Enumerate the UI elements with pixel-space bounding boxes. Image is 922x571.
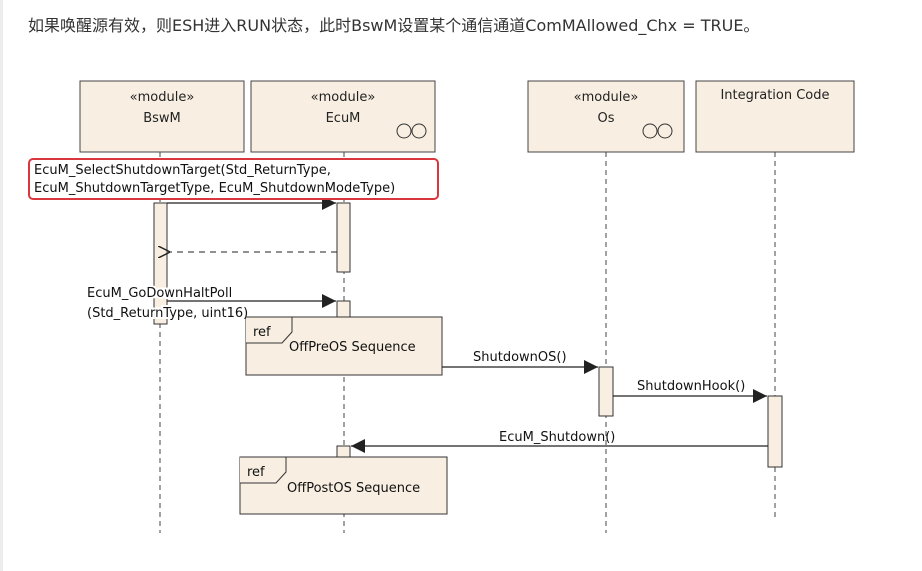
- lifeline-bswm: «module» BswM: [79, 80, 245, 153]
- lifeline-os-name: Os: [597, 111, 614, 126]
- ref-off-post-os: ref OffPostOS Sequence: [239, 456, 448, 515]
- intro-text: 如果唤醒源有效，则ESH进入RUN状态，此时BswM设置某个通信通道ComMAl…: [28, 16, 760, 35]
- message-ecum-shutdown: EcuM_Shutdown(): [351, 430, 768, 453]
- message-go-down-halt-poll: EcuM_GoDownHaltPoll (Std_ReturnType, uin…: [85, 284, 336, 323]
- activation-bar-ecum-2: [336, 300, 351, 320]
- left-rule: [0, 0, 3, 571]
- ref-off-post-os-label: OffPostOS Sequence: [287, 481, 420, 496]
- shutdown-hook-label: ShutdownHook(): [637, 379, 745, 394]
- lifeline-ecum-box: [250, 80, 436, 153]
- ref-tag-frame: [240, 456, 287, 484]
- ref-tag: ref: [247, 465, 265, 480]
- activation-bar-ecum-3: [336, 445, 351, 459]
- ref-tag-frame: [246, 316, 293, 344]
- message-shutdown-hook: ShutdownHook(): [613, 379, 767, 403]
- lifeline-bswm-name: BswM: [143, 111, 181, 126]
- lifeline-integration-box: [695, 80, 855, 153]
- lifeline-os: «module» Os: [527, 80, 685, 153]
- go-down-label-line1: EcuM_GoDownHaltPoll: [87, 286, 232, 301]
- go-down-label-line2: (Std_ReturnType, uint16): [87, 306, 248, 321]
- lifeline-integration-name: Integration Code: [720, 88, 829, 103]
- shutdown-os-label: ShutdownOS(): [473, 350, 567, 365]
- lifeline-os-box: [527, 80, 685, 153]
- lifeline-ecum: «module» EcuM: [250, 80, 436, 153]
- ref-tag: ref: [253, 325, 271, 340]
- lifeline-bswm-box: [79, 80, 245, 153]
- ref-off-pre-os-label: OffPreOS Sequence: [289, 340, 416, 355]
- lifeline-os-stereotype: «module»: [574, 90, 639, 105]
- activation-bar-ecum-1: [336, 202, 351, 273]
- select-shutdown-label-line1: EcuM_SelectShutdownTarget(Std_ReturnType…: [34, 163, 331, 178]
- lifeline-ecum-name: EcuM: [326, 111, 361, 126]
- activation-bar-integration: [767, 395, 783, 468]
- lifeline-bswm-stereotype: «module»: [130, 90, 195, 105]
- ref-off-pre-os: ref OffPreOS Sequence: [245, 316, 443, 376]
- lifeline-ecum-stereotype: «module»: [311, 90, 376, 105]
- component-icon: [396, 123, 427, 139]
- highlight-box: [28, 158, 439, 200]
- component-icon: [642, 123, 673, 139]
- activation-bar-os: [598, 366, 614, 417]
- lifeline-integration: Integration Code: [695, 80, 855, 153]
- ecum-shutdown-label: EcuM_Shutdown(): [499, 430, 615, 445]
- message-shutdown-os: ShutdownOS(): [442, 350, 598, 374]
- message-select-shutdown-target: EcuM_SelectShutdownTarget(Std_ReturnType…: [28, 158, 439, 210]
- select-shutdown-label-line2: EcuM_ShutdownTargetType, EcuM_ShutdownMo…: [34, 181, 395, 196]
- activation-bar-bswm: [153, 202, 168, 325]
